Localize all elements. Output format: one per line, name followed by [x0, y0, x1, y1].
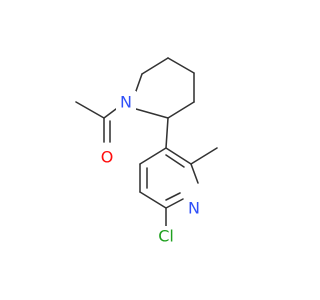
piperidine-nitrogen-label-background — [116, 91, 136, 111]
molecule-diagram: O N N Cl — [75, 57, 218, 246]
bond-pyridine-c2-c3 — [165, 147, 192, 165]
bond-piperidine-lower-right — [167, 101, 195, 119]
chlorine-label-background — [149, 226, 183, 246]
acetyl-oxygen-label: O — [101, 148, 114, 167]
bond-piperidine-lower-left — [135, 108, 169, 119]
bond-pyridine-c5-c6 — [139, 191, 167, 209]
bond-pyridine-methyl — [190, 147, 218, 165]
bond-acetyl-methyl-carbonyl — [75, 101, 105, 119]
pyridine-nitrogen-label: N — [188, 199, 200, 218]
bond-piperidine-to-pyridine — [165, 117, 169, 149]
bond-pyridine-nitrogen-c2 — [190, 163, 199, 184]
acetyl-oxygen-label-background — [97, 146, 117, 166]
bond-pyridine-c6-nitrogen-inner — [165, 192, 181, 201]
atom-label-layer: O N N Cl — [97, 91, 204, 246]
bond-pyridine-c3-c4 — [139, 147, 167, 165]
bond-carbonyl-piperidine-nitrogen — [103, 108, 117, 119]
bond-piperidine-upper-right — [167, 57, 195, 74]
chlorine-label: Cl — [158, 227, 174, 246]
pyridine-nitrogen-label-background — [184, 198, 204, 218]
bond-pyridine-c6-nitrogen — [165, 198, 184, 209]
bond-piperidine-upper-left — [141, 57, 169, 75]
bond-pyridine-c2-c3-inner — [165, 154, 185, 168]
piperidine-nitrogen-label: N — [120, 93, 132, 112]
bond-layer — [75, 57, 218, 227]
bond-piperidine-nitrogen-upper-carbon — [135, 73, 143, 92]
